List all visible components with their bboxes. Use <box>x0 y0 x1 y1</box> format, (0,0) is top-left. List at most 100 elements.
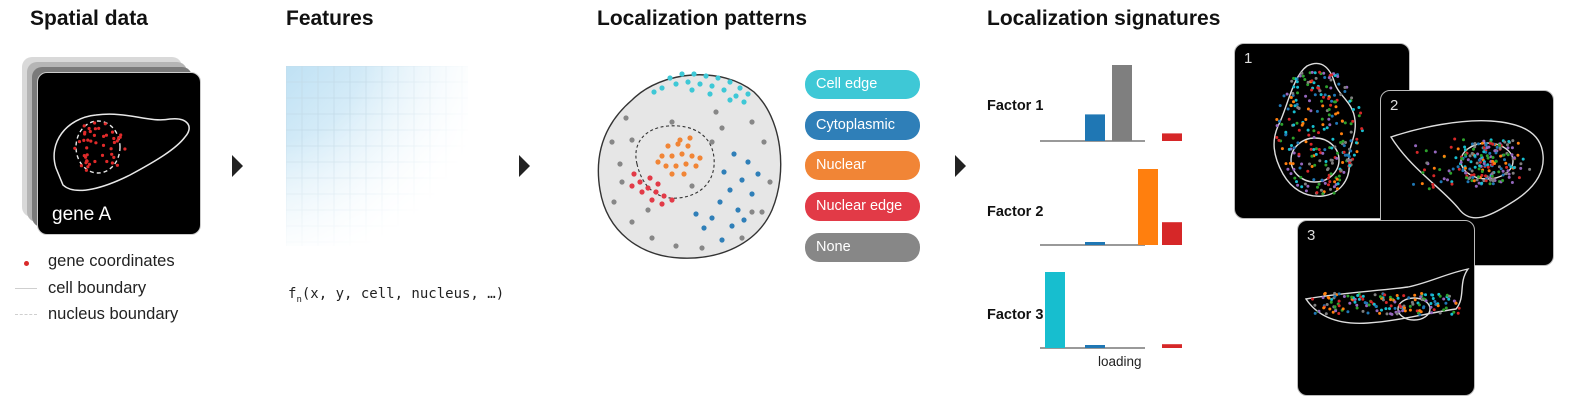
gene-dot <box>100 153 105 157</box>
tile-dot <box>1485 154 1489 158</box>
tile-dot <box>1457 306 1461 310</box>
gene-dot <box>93 159 97 164</box>
tile-dot <box>1378 295 1382 299</box>
tile-dot <box>1450 182 1454 186</box>
gene-dot <box>115 139 119 143</box>
pattern-dot <box>749 209 755 215</box>
tile-dot <box>1336 182 1340 186</box>
tile-dot <box>1516 153 1520 157</box>
tile-dot <box>1333 291 1337 295</box>
factor-charts <box>1040 65 1182 349</box>
pattern-dot <box>693 163 699 169</box>
gene-dot <box>86 165 90 169</box>
tile-dot <box>1330 114 1334 118</box>
tile-dot <box>1327 108 1331 111</box>
tile-dot <box>1315 191 1319 195</box>
tile-dot <box>1419 310 1423 314</box>
pattern-dot <box>675 141 681 147</box>
pattern-dot <box>703 73 709 79</box>
tile-dot <box>1361 294 1365 298</box>
tile-dot <box>1303 182 1307 186</box>
gene-dot <box>86 138 90 142</box>
tile-dot <box>1452 310 1456 314</box>
pattern-dot <box>653 189 659 195</box>
tile-dot <box>1453 137 1457 141</box>
factor-bar <box>1085 242 1105 245</box>
tile-dot <box>1337 304 1341 308</box>
pattern-pill-label: Nuclear edge <box>816 198 903 214</box>
tile-dot <box>1450 180 1454 184</box>
tile-dot <box>1432 174 1436 178</box>
gene-dot <box>105 159 109 164</box>
tile-dot <box>1411 302 1415 306</box>
tile-dot <box>1309 142 1313 146</box>
tile-dot <box>1312 178 1316 182</box>
tile-dot <box>1354 141 1358 145</box>
tile-dot <box>1334 100 1337 104</box>
tile-dot <box>1384 301 1388 304</box>
tile-dot <box>1307 133 1311 137</box>
tile-dot <box>1334 112 1338 116</box>
pattern-dot <box>669 153 675 159</box>
tile-dot <box>1499 167 1503 171</box>
tile-dot <box>1291 162 1295 166</box>
tile-dot <box>1373 293 1377 297</box>
tile-dot <box>1349 139 1353 143</box>
tile-dot <box>1330 99 1334 103</box>
tile-dot <box>1519 166 1523 170</box>
gene-cell-drawing <box>53 113 190 192</box>
tile-dot <box>1325 303 1329 306</box>
tile-dot <box>1306 80 1310 84</box>
tile-dot <box>1449 171 1453 175</box>
tile-dot <box>1470 169 1474 173</box>
gene-dot <box>115 163 119 167</box>
factor-bar <box>1085 345 1105 348</box>
tile-dot <box>1457 167 1461 171</box>
tile-dot <box>1512 156 1516 160</box>
factor-bar <box>1162 222 1182 245</box>
tile-dot <box>1322 306 1326 310</box>
pattern-dot <box>709 215 715 221</box>
tile-dot <box>1282 94 1286 98</box>
tile-dot <box>1436 304 1440 308</box>
pattern-dot <box>689 87 695 93</box>
gene-dot <box>101 143 106 147</box>
tile-dot <box>1423 168 1426 172</box>
tile-dot <box>1351 119 1355 123</box>
tile-dot <box>1504 161 1508 165</box>
tile-dot <box>1278 104 1282 108</box>
tile-dot <box>1493 162 1496 165</box>
tile-dot <box>1510 181 1514 184</box>
tile-dot <box>1463 166 1467 170</box>
tile-dot <box>1287 147 1291 151</box>
tile-dot <box>1298 166 1302 170</box>
tile-dot <box>1318 70 1322 74</box>
tile-dot <box>1346 294 1350 298</box>
tile-dot <box>1476 152 1480 156</box>
tile-dot <box>1488 151 1492 155</box>
tile-dot <box>1333 180 1337 184</box>
tile-dot <box>1474 184 1478 188</box>
gene-dot <box>79 164 83 168</box>
tile-dot <box>1473 142 1477 145</box>
tile-dot <box>1374 304 1378 308</box>
pattern-pill-cell-edge: Cell edge <box>805 70 920 99</box>
tile-dot <box>1465 176 1468 180</box>
tile-dot <box>1491 142 1495 146</box>
tile-dot <box>1482 146 1486 150</box>
tile-dot <box>1286 107 1290 111</box>
tile-dot <box>1297 152 1301 156</box>
pattern-dot <box>721 87 727 93</box>
tile-dot <box>1346 158 1349 162</box>
gene-dot <box>88 129 92 134</box>
tile-dot <box>1303 78 1307 81</box>
tile-dot <box>1360 127 1364 131</box>
tile-dot <box>1462 138 1465 142</box>
tile-dot <box>1304 140 1308 144</box>
tile-dot <box>1439 180 1443 184</box>
pattern-dot <box>673 81 679 87</box>
tile-dot <box>1468 154 1472 158</box>
tile-dot <box>1401 309 1405 313</box>
tile-dot <box>1356 294 1360 297</box>
tile-dot <box>1328 180 1332 184</box>
